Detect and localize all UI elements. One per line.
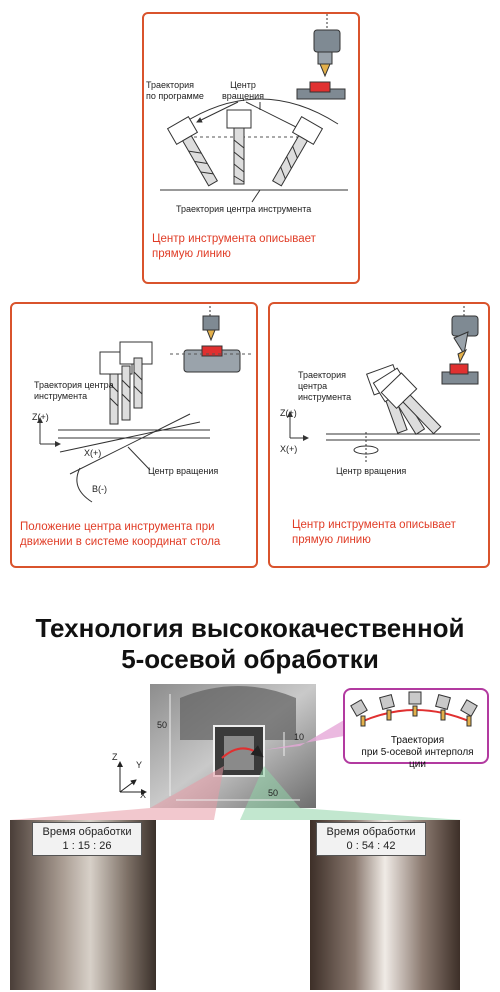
right-label-tool-center-path: Траектория центра инструмента	[298, 370, 352, 402]
right-axis-z-plus: Z(+)	[280, 408, 297, 418]
top-label-program-path: Траектория по программе	[146, 80, 204, 101]
axis-z-label: Z	[112, 752, 118, 762]
left-time-box: Время обработки 1 : 15 : 26	[32, 822, 142, 856]
machine-head-icon	[296, 14, 346, 100]
left-axis-b-minus: B(-)	[92, 484, 107, 494]
axis-x-label: X	[140, 790, 147, 800]
right-time-box: Время обработки 0 : 54 : 42	[316, 822, 426, 856]
dim-50-vertical: 50	[157, 720, 168, 730]
left-axis-x-plus: X(+)	[84, 448, 102, 458]
top-label-rotation-center: Центр вращения	[222, 80, 264, 101]
dim-10: 10	[294, 732, 305, 742]
left-label-rotation-center: Центр вращения	[148, 466, 219, 476]
tilt-head-icon	[441, 306, 479, 385]
left-time-label: Время обработки	[42, 826, 132, 838]
dim-50-horizontal: 50	[268, 788, 279, 798]
rotary-table-icon	[170, 306, 254, 373]
axis-y-label: Y	[136, 760, 143, 770]
right-label-rotation-center: Центр вращения	[336, 466, 407, 476]
right-axis-x-plus: X(+)	[280, 444, 298, 454]
callout-text: Траектория при 5-осевой интерполя ции	[361, 735, 474, 770]
callout-tools-diagram	[350, 691, 478, 727]
right-time-value: 0 : 54 : 42	[346, 840, 396, 852]
left-cone	[10, 766, 224, 820]
right-cone	[240, 766, 462, 820]
left-label-tool-center-path: Траектория центра инструмента	[34, 380, 114, 401]
right-caption: Центр инструмента описывает прямую линию	[292, 519, 456, 546]
right-panel-diagram	[287, 306, 480, 462]
spindle-stack	[99, 341, 153, 425]
right-time-label: Время обработки	[326, 826, 416, 838]
tilted-spindles	[365, 364, 442, 435]
spindle-left	[166, 115, 219, 187]
top-panel-diagram	[160, 14, 348, 203]
top-caption: Центр инструмента описывает прямую линию	[152, 233, 316, 260]
top-label-tool-center-path: Траектория центра инструмента	[176, 204, 312, 214]
left-caption: Положение центра инструмента при движени…	[20, 521, 221, 548]
left-time-value: 1 : 15 : 26	[62, 840, 112, 852]
left-panel-diagram	[37, 306, 254, 503]
left-axis-z-plus: Z(+)	[32, 412, 49, 422]
spindle-center	[226, 109, 252, 185]
page-heading: Технология высококачественной 5-осевой о…	[35, 613, 465, 674]
spindle-right	[271, 115, 324, 187]
